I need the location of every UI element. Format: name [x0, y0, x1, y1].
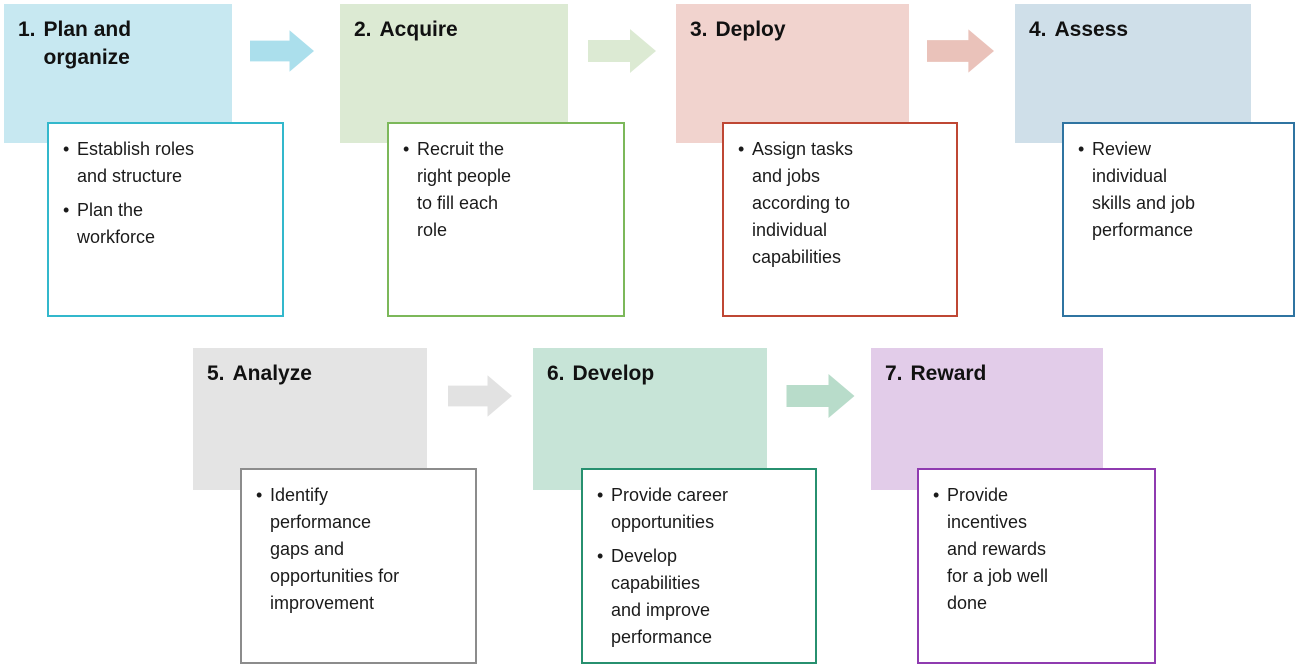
- step-7-detail-box: • Provide incentives and rewards for a j…: [917, 468, 1156, 664]
- bullet-marker: •: [63, 139, 70, 159]
- bullet-item: • Provide career opportunities: [597, 482, 807, 536]
- bullet-marker: •: [597, 546, 604, 566]
- arrow-right-icon: [927, 29, 994, 73]
- step-7-title: 7. Reward: [885, 360, 1089, 388]
- step-2-title: 2. Acquire: [354, 16, 554, 44]
- step-2-header: 2. Acquire: [340, 4, 568, 143]
- bullet-text: Provide incentives and rewards for a job…: [947, 485, 1049, 613]
- bullet-item: • Develop capabilities and improve perfo…: [597, 543, 807, 651]
- step-5-number: 5.: [207, 362, 225, 385]
- step-4-header: 4. Assess: [1015, 4, 1251, 143]
- bullet-item: • Plan the workforce: [63, 197, 274, 251]
- bullet-text: Provide career opportunities: [611, 485, 729, 532]
- bullet-item: • Provide incentives and rewards for a j…: [933, 482, 1146, 617]
- step-4-detail-box: • Review individual skills and job perfo…: [1062, 122, 1295, 317]
- step-1-detail-box: • Establish roles and structure • Plan t…: [47, 122, 284, 317]
- step-5-detail-box: • Identify performance gaps and opportun…: [240, 468, 477, 664]
- step-7-header: 7. Reward: [871, 348, 1103, 490]
- step-6-title: 6. Develop: [547, 360, 753, 388]
- bullet-marker: •: [597, 485, 604, 505]
- bullet-item: • Identify performance gaps and opportun…: [256, 482, 467, 617]
- step-3-title-text: Deploy: [715, 18, 786, 41]
- arrow-right-shape: [250, 30, 314, 72]
- bullet-text: Review individual skills and job perform…: [1092, 139, 1196, 240]
- step-6-bullet-list: • Provide career opportunities • Develop…: [597, 482, 807, 651]
- bullet-text: Develop capabilities and improve perform…: [611, 546, 713, 647]
- step-4-number: 4.: [1029, 18, 1047, 41]
- bullet-text: Assign tasks and jobs according to indiv…: [752, 139, 854, 267]
- step-2-number: 2.: [354, 18, 372, 41]
- step-4-bullet-list: • Review individual skills and job perfo…: [1078, 136, 1285, 244]
- bullet-marker: •: [738, 139, 745, 159]
- step-3-header: 3. Deploy: [676, 4, 909, 143]
- step-7-title-text: Reward: [910, 362, 987, 385]
- arrow-right-icon: [250, 30, 314, 72]
- step-5-title: 5. Analyze: [207, 360, 413, 388]
- step-2-bullet-list: • Recruit the right people to fill each …: [403, 136, 615, 244]
- step-1-number: 1.: [18, 18, 36, 41]
- step-2-detail-box: • Recruit the right people to fill each …: [387, 122, 625, 317]
- step-3-detail-box: • Assign tasks and jobs according to ind…: [722, 122, 958, 317]
- bullet-marker: •: [403, 139, 410, 159]
- arrow-right-icon: [448, 375, 512, 417]
- step-3-number: 3.: [690, 18, 708, 41]
- step-1-header: 1. Plan and organize: [4, 4, 232, 143]
- step-2-title-text: Acquire: [379, 18, 458, 41]
- bullet-text: Recruit the right people to fill each ro…: [417, 139, 512, 240]
- step-5-header: 5. Analyze: [193, 348, 427, 490]
- step-1-title: 1. Plan and organize: [18, 16, 218, 71]
- bullet-item: • Recruit the right people to fill each …: [403, 136, 615, 244]
- step-1-title-text: Plan and organize: [43, 18, 132, 69]
- bullet-marker: •: [1078, 139, 1085, 159]
- bullet-item: • Assign tasks and jobs according to ind…: [738, 136, 948, 271]
- arrow-right-shape: [927, 29, 994, 73]
- bullet-item: • Establish roles and structure: [63, 136, 274, 190]
- step-4-title-text: Assess: [1054, 18, 1129, 41]
- step-4-title: 4. Assess: [1029, 16, 1237, 44]
- bullet-text: Identify performance gaps and opportunit…: [270, 485, 400, 613]
- step-6-title-text: Develop: [572, 362, 655, 385]
- bullet-text: Plan the workforce: [77, 200, 156, 247]
- bullet-marker: •: [933, 485, 940, 505]
- step-7-number: 7.: [885, 362, 903, 385]
- arrow-right-shape: [786, 374, 855, 418]
- arrow-right-icon: [786, 374, 855, 418]
- step-6-header: 6. Develop: [533, 348, 767, 490]
- step-5-title-text: Analyze: [232, 362, 312, 385]
- arrow-right-shape: [588, 29, 656, 73]
- step-6-detail-box: • Provide career opportunities • Develop…: [581, 468, 817, 664]
- arrow-right-icon: [588, 29, 656, 73]
- arrow-right-shape: [448, 375, 512, 417]
- bullet-marker: •: [63, 200, 70, 220]
- step-3-title: 3. Deploy: [690, 16, 895, 44]
- step-1-bullet-list: • Establish roles and structure • Plan t…: [63, 136, 274, 251]
- step-6-number: 6.: [547, 362, 565, 385]
- step-5-bullet-list: • Identify performance gaps and opportun…: [256, 482, 467, 617]
- bullet-text: Establish roles and structure: [77, 139, 195, 186]
- bullet-item: • Review individual skills and job perfo…: [1078, 136, 1285, 244]
- step-7-bullet-list: • Provide incentives and rewards for a j…: [933, 482, 1146, 617]
- bullet-marker: •: [256, 485, 263, 505]
- step-3-bullet-list: • Assign tasks and jobs according to ind…: [738, 136, 948, 271]
